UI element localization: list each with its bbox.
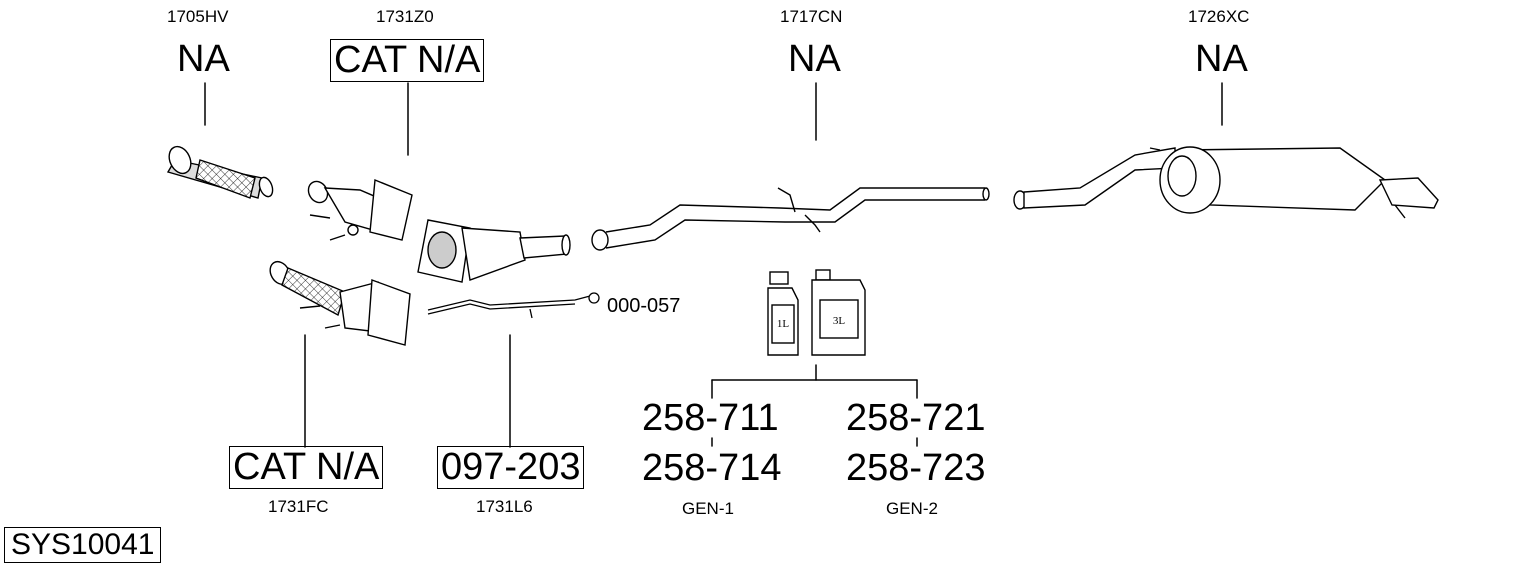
- status-1731L6[interactable]: 097-203: [437, 446, 585, 489]
- flex-catalyst-1731FC-drawing: [269, 260, 411, 346]
- gen1-part-top[interactable]: 258-711: [642, 397, 779, 439]
- fluid-bottle-1l: [767, 271, 799, 356]
- status-1731FC[interactable]: CAT N/A: [229, 446, 384, 489]
- system-id: SYS10041: [4, 527, 162, 563]
- part-code-1731FC: 1731FC: [268, 497, 329, 516]
- fluid-can-3l: [811, 269, 866, 356]
- gen2-part-bottom[interactable]: 258-723: [846, 447, 986, 489]
- status-1705HV[interactable]: NA: [177, 38, 230, 80]
- gen2-part-top[interactable]: 258-721: [846, 397, 986, 439]
- sensor-pipe-drawing: [427, 292, 600, 319]
- gen2-label: GEN-2: [886, 499, 938, 518]
- gen1-label: GEN-1: [682, 499, 734, 518]
- pipe-1717CN-drawing: [591, 187, 990, 251]
- status-1726XC[interactable]: NA: [1195, 38, 1248, 80]
- flex-pipe-1705HV-drawing: [166, 145, 274, 199]
- part-code-1705HV: 1705HV: [167, 7, 229, 26]
- dpf-drawing: [417, 219, 571, 283]
- status-1717CN[interactable]: NA: [788, 38, 841, 80]
- muffler-1726XC-drawing: [1013, 146, 1439, 219]
- status-1731Z0[interactable]: CAT N/A: [330, 39, 485, 82]
- can-3l-label: 3L: [833, 315, 846, 327]
- part-code-1717CN: 1717CN: [780, 7, 843, 26]
- gen1-part-bottom[interactable]: 258-714: [642, 447, 782, 489]
- sensor-part-number[interactable]: 000-057: [607, 295, 681, 317]
- catalyst-1731Z0-drawing: [307, 178, 413, 241]
- bottle-1l-label: 1L: [777, 318, 790, 330]
- part-code-1731L6: 1731L6: [476, 497, 533, 516]
- part-code-1731Z0: 1731Z0: [376, 7, 434, 26]
- part-code-1726XC: 1726XC: [1188, 7, 1250, 26]
